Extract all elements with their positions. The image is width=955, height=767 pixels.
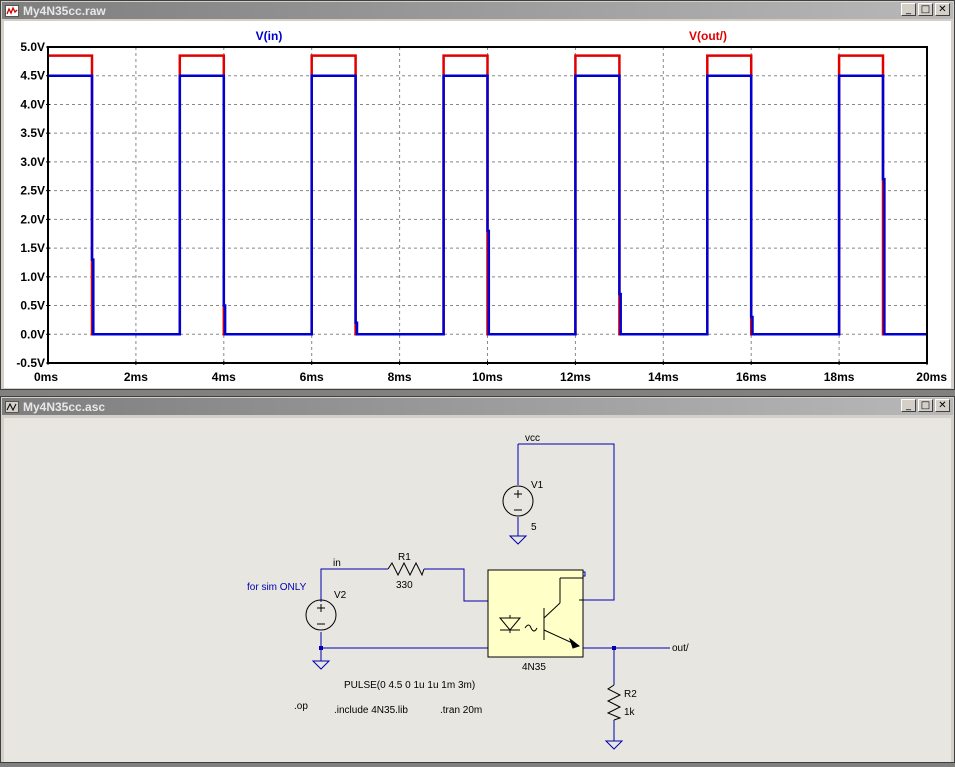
v2-comment: for sim ONLY: [247, 582, 307, 593]
legend-vin[interactable]: V(in): [256, 29, 283, 43]
x-tick-label: 18ms: [824, 370, 855, 384]
y-tick-label: 1.5V: [20, 241, 45, 255]
x-tick-label: 6ms: [300, 370, 324, 384]
optocoupler-4n35[interactable]: [487, 569, 584, 658]
r2-symbol[interactable]: [606, 684, 622, 721]
schematic-titlebar[interactable]: My4N35cc.asc _ □ ✕: [2, 398, 953, 415]
schematic-drawing: vcc in out/ V1 5 V2 for sim ONLY R1 330 …: [247, 433, 689, 750]
x-tick-label: 14ms: [648, 370, 679, 384]
y-tick-label: 1.0V: [20, 270, 45, 284]
schematic-window-title: My4N35cc.asc: [23, 399, 106, 414]
u1-name: 4N35: [522, 662, 546, 673]
y-tick-label: 0.5V: [20, 299, 45, 313]
plot-area[interactable]: 5.0V 4.5V 4.0V 3.5V 3.0V 2.5V 2.0V 1.5V 1.0V 0.5V…: [4, 21, 951, 388]
op-directive: .op: [294, 701, 308, 712]
x-tick-label: 20ms: [916, 370, 947, 384]
y-tick-label: 3.5V: [20, 126, 45, 140]
plot-minimize-button[interactable]: _: [901, 3, 916, 16]
v2-symbol[interactable]: [305, 599, 337, 631]
x-tick-label: 0ms: [34, 370, 58, 384]
v1-value: 5: [531, 522, 537, 533]
include-directive: .include 4N35.lib: [334, 705, 408, 716]
v1-symbol[interactable]: [502, 485, 534, 517]
series-line-vin[interactable]: [48, 74, 927, 336]
schematic-close-button[interactable]: ✕: [935, 399, 950, 412]
tran-directive: .tran 20m: [440, 705, 482, 716]
plot-titlebar[interactable]: My4N35cc.raw _ □ ✕: [2, 2, 953, 19]
schematic-minimize-button[interactable]: _: [901, 399, 916, 412]
net-label-in: in: [333, 558, 341, 569]
r2-value: 1k: [624, 707, 636, 718]
y-tick-label: 5.0V: [20, 40, 45, 54]
ground-icon: [604, 740, 624, 750]
junction-dot: [319, 646, 323, 650]
y-tick-label: 3.0V: [20, 155, 45, 169]
junction-dot: [612, 646, 616, 650]
v2-name: V2: [334, 590, 347, 601]
plot-window-title: My4N35cc.raw: [23, 3, 106, 18]
waveform-app-icon: [5, 4, 19, 17]
ground-symbols: [311, 535, 624, 750]
ground-icon: [508, 535, 528, 545]
net-label-vcc: vcc: [525, 433, 540, 444]
y-tick-label: 0.0V: [20, 327, 45, 341]
schematic-app-icon: [5, 400, 19, 413]
ground-icon: [311, 660, 331, 670]
legend-vout[interactable]: V(out/): [689, 29, 727, 43]
schematic-window: My4N35cc.asc _ □ ✕: [0, 396, 955, 763]
pulse-directive: PULSE(0 4.5 0 1u 1u 1m 3m): [344, 680, 475, 691]
y-tick-label: 4.0V: [20, 97, 45, 111]
plot-frame: [47, 46, 928, 364]
x-tick-label: 16ms: [736, 370, 767, 384]
schematic-maximize-button[interactable]: □: [918, 399, 933, 412]
plot-maximize-button[interactable]: □: [918, 3, 933, 16]
r1-name: R1: [398, 552, 411, 563]
y-tick-label: -0.5V: [16, 356, 45, 370]
plot-close-button[interactable]: ✕: [935, 3, 950, 16]
r2-name: R2: [624, 689, 637, 700]
x-tick-label: 8ms: [388, 370, 412, 384]
wire-in[interactable]: [320, 568, 388, 602]
schematic-canvas[interactable]: vcc in out/ V1 5 V2 for sim ONLY R1 330 …: [4, 418, 951, 762]
waveform-chart: 5.0V 4.5V 4.0V 3.5V 3.0V 2.5V 2.0V 1.5V 1.0V 0.5V…: [16, 29, 947, 384]
y-tick-label: 2.0V: [20, 212, 45, 226]
wire-vcc[interactable]: [518, 443, 615, 601]
y-tick-label: 2.5V: [20, 184, 45, 198]
r1-value: 330: [396, 580, 413, 591]
x-tick-label: 2ms: [124, 370, 148, 384]
x-tick-label: 12ms: [560, 370, 591, 384]
net-label-out: out/: [672, 643, 689, 654]
plot-window: My4N35cc.raw _ □ ✕ 5.0V 4.5V 4.0V 3.5V 3.0V 2…: [0, 0, 955, 390]
x-tick-label: 10ms: [472, 370, 503, 384]
x-tick-label: 4ms: [212, 370, 236, 384]
r1-symbol[interactable]: [387, 561, 425, 577]
v1-name: V1: [531, 480, 544, 491]
y-tick-label: 4.5V: [20, 69, 45, 83]
